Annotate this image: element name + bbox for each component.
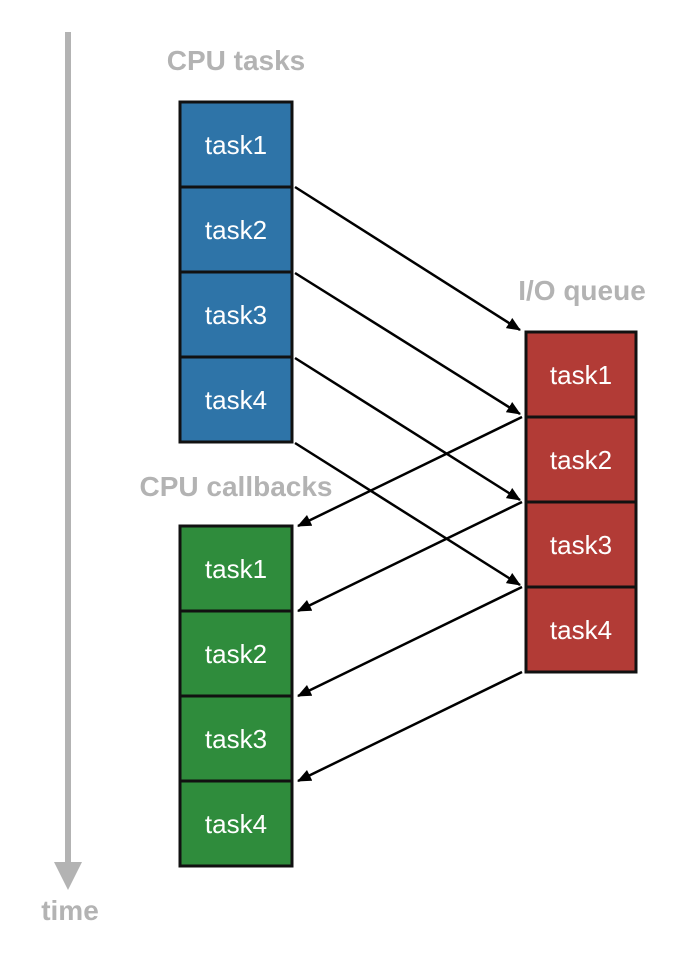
callback-task-box: task1 [178, 524, 294, 613]
arrow-io-task4-to-callback [297, 670, 523, 783]
callback-task-box: task3 [178, 694, 294, 783]
io-task-label: task4 [550, 615, 612, 645]
cpu-task-box: task2 [178, 185, 294, 274]
io-task-box: task4 [524, 585, 638, 674]
cpu-callbacks-label: CPU callbacks [140, 471, 333, 502]
callback-task-box: task4 [178, 779, 294, 868]
cpu-callbacks-column: task1 task2 task3 task4 [178, 524, 294, 868]
time-label: time [41, 895, 99, 926]
timeline-arrowhead-icon [54, 862, 82, 890]
cpu-tasks-label: CPU tasks [167, 45, 306, 76]
callback-task-label: task3 [205, 724, 267, 754]
arrow-io-task1-to-callback [297, 415, 523, 528]
arrow-cpu-task3-to-io [294, 356, 521, 502]
cpu-task-box: task4 [178, 355, 294, 444]
cpu-task-box: task1 [178, 100, 294, 189]
io-task-box: task2 [524, 415, 638, 504]
arrow-cpu-task4-to-io [294, 441, 521, 587]
cpu-task-label: task4 [205, 385, 267, 415]
callback-task-label: task1 [205, 554, 267, 584]
dispatch-arrows [294, 185, 521, 587]
callback-task-label: task4 [205, 809, 267, 839]
io-task-box: task1 [524, 330, 638, 419]
cpu-task-label: task3 [205, 300, 267, 330]
io-queue-label: I/O queue [518, 275, 646, 306]
callback-task-label: task2 [205, 639, 267, 669]
io-task-label: task1 [550, 360, 612, 390]
arrow-cpu-task1-to-io [294, 185, 521, 332]
arrow-cpu-task2-to-io [294, 271, 521, 416]
io-task-label: task3 [550, 530, 612, 560]
callback-arrows [297, 415, 523, 783]
cpu-task-label: task1 [205, 130, 267, 160]
callback-task-box: task2 [178, 609, 294, 698]
arrow-io-task2-to-callback [297, 500, 523, 613]
io-queue-column: task1 task2 task3 task4 [524, 330, 638, 674]
io-task-label: task2 [550, 445, 612, 475]
cpu-task-label: task2 [205, 215, 267, 245]
cpu-tasks-column: task1 task2 task3 task4 [178, 100, 294, 444]
arrow-io-task3-to-callback [297, 585, 523, 698]
cpu-task-box: task3 [178, 270, 294, 359]
io-task-box: task3 [524, 500, 638, 589]
